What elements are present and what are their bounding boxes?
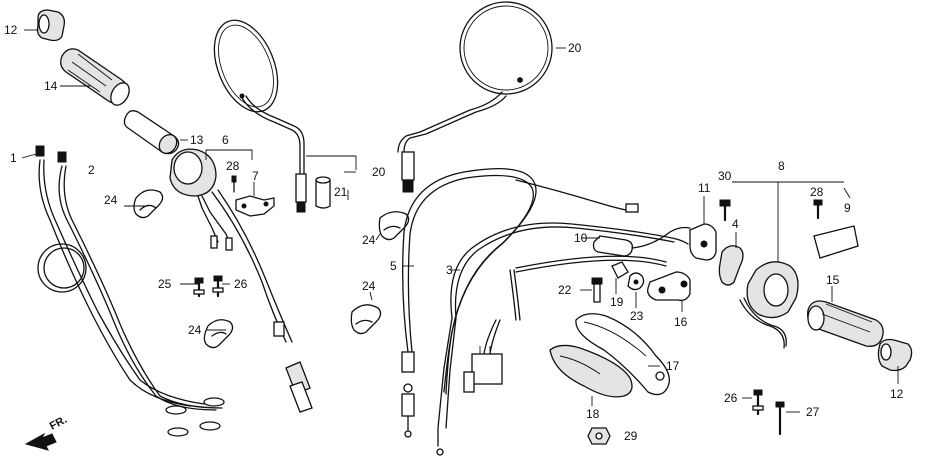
part-24-cable-clamp-a <box>133 189 164 219</box>
part-25-bolt <box>193 277 205 298</box>
part-9-switch-cover <box>813 187 859 259</box>
part-13-throttle-pipe <box>123 110 188 155</box>
callout-21: 21 <box>334 185 348 199</box>
callout-26-left: 26 <box>234 277 248 291</box>
part-7-switch-clamp-bracket <box>235 182 275 217</box>
callout-24-d: 24 <box>362 279 376 293</box>
callout-22: 22 <box>558 283 572 297</box>
part-22-bolt <box>591 277 603 303</box>
part-24-cable-clamp-b <box>203 319 234 349</box>
callout-7: 7 <box>252 169 259 183</box>
callout-24-a: 24 <box>104 193 118 207</box>
part-19-washer <box>611 261 629 279</box>
callout-5: 5 <box>390 259 397 273</box>
callout-25: 25 <box>158 277 172 291</box>
front-indicator-label: FR. <box>48 414 69 433</box>
part-6-left-switch-housing <box>169 148 313 413</box>
callout-28-left: 28 <box>226 159 240 173</box>
part-16-lever-holder <box>647 271 691 312</box>
callout-18: 18 <box>586 407 600 421</box>
callout-8: 8 <box>778 159 785 173</box>
callout-11: 11 <box>698 181 711 195</box>
callout-19: 19 <box>610 295 624 309</box>
callout-20-right: 20 <box>568 41 582 55</box>
part-28-screw-right <box>813 199 823 220</box>
callout-labels: 12 14 13 6 28 7 1 2 24 25 26 24 20 21 20… <box>4 23 904 443</box>
part-29-nut <box>587 427 611 445</box>
callout-15: 15 <box>826 273 840 287</box>
part-1-throttle-cable <box>21 145 205 407</box>
part-5-clutch-cable <box>401 168 639 438</box>
part-28-screw-left <box>231 175 237 193</box>
callout-9: 9 <box>844 201 851 215</box>
part-20-mirror-right <box>397 1 566 193</box>
part-24-cable-clamp-d <box>350 304 382 335</box>
callout-20-left: 20 <box>372 165 386 179</box>
callout-17: 17 <box>666 359 680 373</box>
callout-24-c: 24 <box>362 233 376 247</box>
part-26-bolt-right <box>752 389 764 416</box>
wire-harness-connector <box>463 255 667 393</box>
callout-27: 27 <box>806 405 820 419</box>
callout-4: 4 <box>732 217 739 231</box>
callout-14: 14 <box>44 79 58 93</box>
callout-2: 2 <box>88 163 95 177</box>
part-24-cable-clamp-c <box>378 211 410 241</box>
callout-12-right: 12 <box>890 387 904 401</box>
callout-29: 29 <box>624 429 638 443</box>
part-23-nut <box>627 272 645 291</box>
callout-6: 6 <box>222 133 229 147</box>
part-27-screw <box>775 401 785 436</box>
part-30-screw <box>719 199 731 222</box>
callout-16: 16 <box>674 315 688 329</box>
leader-lines <box>60 85 800 413</box>
part-26-bolt-left <box>212 275 224 298</box>
part-18-lever-cover <box>549 344 633 406</box>
callout-3: 3 <box>446 263 453 277</box>
callout-28-right: 28 <box>810 185 824 199</box>
callout-23: 23 <box>630 309 644 323</box>
part-12-grip-end-right <box>877 338 913 384</box>
part-14-handlebar-grip <box>60 48 130 106</box>
callout-13: 13 <box>190 133 204 147</box>
part-4-switch <box>718 232 744 286</box>
part-12-grip-end-left <box>24 9 66 42</box>
part-15-throttle-grip <box>807 286 884 347</box>
front-direction-arrow-icon <box>24 432 57 451</box>
part-20-mirror-left <box>213 19 357 213</box>
part-17-brake-lever <box>575 313 670 396</box>
part-11-lever-bracket <box>689 196 717 261</box>
callout-1: 1 <box>10 151 17 165</box>
part-2-throttle-cable <box>37 151 225 437</box>
callout-30: 30 <box>718 169 732 183</box>
callout-10: 10 <box>574 231 588 245</box>
part-10-switch <box>582 226 691 257</box>
part-3-cable <box>436 222 689 456</box>
callout-12: 12 <box>4 23 18 37</box>
callout-26-right: 26 <box>724 391 738 405</box>
part-21-mirror-cover <box>315 176 349 209</box>
callout-24-b: 24 <box>188 323 202 337</box>
part-8-right-switch-housing <box>732 181 844 349</box>
